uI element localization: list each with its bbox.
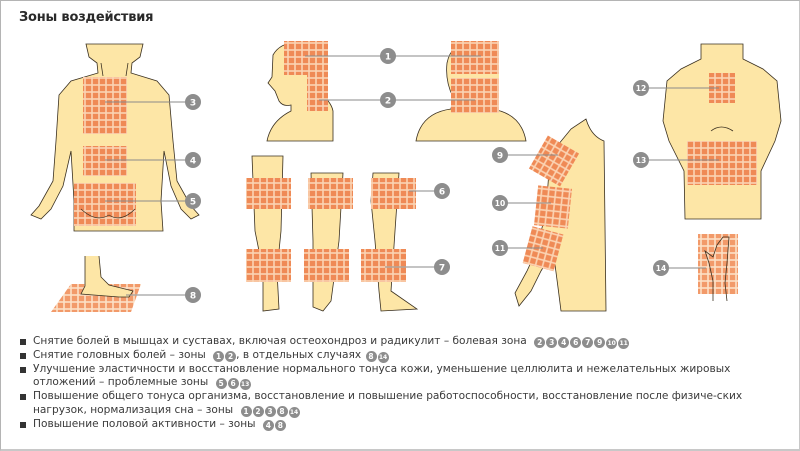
zone-badge: 1 (213, 351, 225, 362)
svg-text:6: 6 (439, 188, 445, 198)
zone-3-grid (83, 77, 127, 134)
callout-6: 6 (434, 183, 450, 199)
callout-9: 9 (492, 147, 508, 163)
page-title: Зоны воздействия (19, 10, 154, 25)
zone-2-side-grid (307, 75, 328, 111)
callout-5: 5 (185, 193, 201, 209)
zone-13-grid (687, 141, 757, 185)
legend-text: Повышение половой активности – зоны (33, 417, 256, 430)
zone-7-grid-c (361, 249, 406, 282)
zone-10-grid (534, 185, 572, 229)
zone-badge: 7 (582, 337, 594, 348)
svg-text:8: 8 (190, 292, 196, 302)
zone-badge: 4 (262, 419, 274, 431)
zone-14-grid (698, 234, 738, 294)
hand-figure (704, 236, 730, 302)
front-torso-figure (662, 43, 782, 220)
zone-badge: 14 (288, 406, 300, 418)
bullet-icon (20, 394, 26, 401)
svg-text:12: 12 (636, 84, 646, 93)
svg-text:9: 9 (497, 152, 503, 162)
svg-text:7: 7 (439, 264, 445, 274)
zone-badge: 14 (377, 352, 389, 363)
legend-item: Улучшение эластичности и восстановление … (19, 363, 789, 391)
zone-badge: 3 (264, 405, 276, 417)
callout-10: 10 (492, 195, 508, 211)
zone-9-grid (528, 135, 580, 187)
foot-figure (51, 255, 141, 312)
legend-text: Снятие болей в мышцах и суставах, включа… (33, 335, 527, 347)
legend-text: Повышение общего тонуса организма, восст… (33, 390, 743, 416)
zone-badge: 2 (252, 405, 264, 417)
svg-text:2: 2 (385, 97, 391, 107)
zone-11-grid (522, 226, 564, 272)
zone-badge: 8 (274, 419, 286, 431)
callout-badges: 1 2 3 4 5 6 7 8 9 10 11 12 13 14 (185, 48, 669, 303)
zone-7-grid-b (304, 249, 349, 282)
svg-text:13: 13 (636, 156, 646, 165)
bullet-icon (20, 339, 26, 345)
zone-badge: 6 (570, 337, 582, 348)
zone-1-side-grid (284, 41, 328, 75)
callout-11: 11 (492, 240, 508, 256)
legend-item: Повышение общего тонуса организма, восст… (19, 390, 789, 418)
bullet-icon (20, 367, 26, 373)
legend-list: Снятие болей в мышцах и суставах, включа… (19, 335, 789, 431)
callout-13: 13 (633, 152, 649, 168)
zone-4-grid (83, 146, 127, 176)
bullet-icon (20, 421, 26, 428)
zone-badge: 3 (546, 337, 558, 348)
zone-5-grid (74, 183, 136, 226)
svg-text:5: 5 (190, 198, 196, 208)
legend-item: Снятие болей в мышцах и суставах, включа… (19, 335, 789, 349)
legend-text: Снятие головных болей – зоны (33, 349, 206, 361)
body-zones-illustration: 1 2 3 4 5 6 7 8 9 10 11 12 13 14 (30, 41, 782, 312)
zone-badge: 8 (276, 405, 288, 417)
svg-text:11: 11 (495, 244, 505, 253)
zone-badge: 2 (534, 337, 546, 348)
zone-6-grid-c (371, 178, 416, 209)
zone-badge: 9 (594, 337, 606, 348)
callout-8: 8 (185, 287, 201, 303)
callout-7: 7 (434, 259, 450, 275)
zone-badge: 5 (215, 378, 227, 390)
zone-badge: 11 (618, 338, 630, 349)
zone-badge: 10 (606, 338, 618, 349)
svg-text:1: 1 (385, 53, 391, 63)
svg-text:14: 14 (656, 264, 666, 273)
zone-6-grid-a (246, 178, 291, 209)
svg-text:3: 3 (190, 99, 196, 109)
zone-badge: 6 (227, 378, 239, 390)
zone-badge: 8 (365, 351, 377, 362)
zone-badge: 4 (558, 337, 570, 348)
zone-badge: 2 (225, 351, 237, 362)
callout-2: 2 (380, 92, 396, 108)
zone-badge: 13 (239, 379, 251, 391)
zone-badge: 1 (240, 405, 252, 417)
svg-text:10: 10 (495, 199, 505, 208)
callout-12: 12 (633, 80, 649, 96)
callout-lines (105, 55, 719, 296)
legend-text: Улучшение эластичности и восстановление … (33, 363, 731, 389)
callout-3: 3 (185, 94, 201, 110)
svg-text:4: 4 (190, 157, 196, 167)
callout-14: 14 (653, 260, 669, 276)
zone-6-grid-b (308, 178, 353, 209)
bullet-icon (20, 353, 26, 359)
legend-suffix: , в отдельных случаях (236, 349, 362, 361)
callout-1: 1 (380, 48, 396, 64)
callout-4: 4 (185, 152, 201, 168)
back-figure (30, 43, 200, 232)
zone-7-grid-a (246, 249, 291, 282)
